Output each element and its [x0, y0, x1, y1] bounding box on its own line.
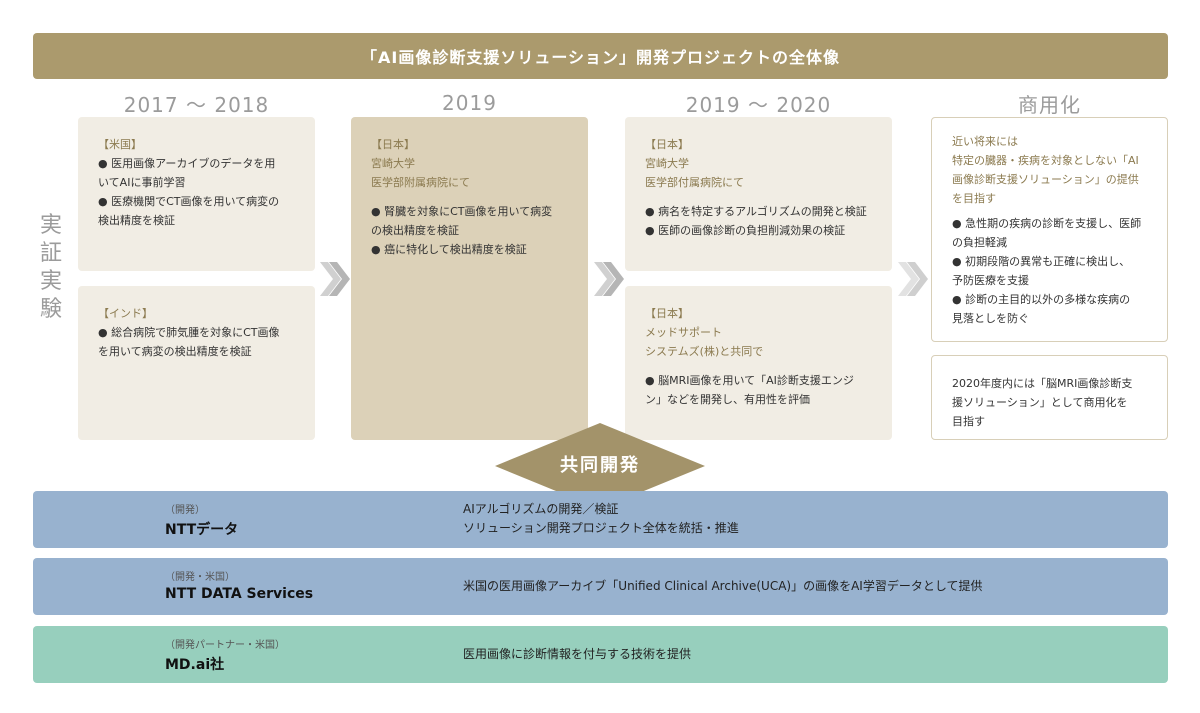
side-label-char: 実	[39, 213, 62, 238]
box-line: 検出精度を検証	[98, 214, 175, 227]
box-line: ● 総合病院で肺気腫を対象にCT画像	[98, 326, 280, 339]
box-us: 【米国】 ● 医用画像アーカイブのデータを用 いてAIに事前学習 ● 医療機関で…	[78, 117, 315, 271]
box-line: ● 医師の画像診断の負担削減効果の検証	[645, 224, 846, 237]
partner-name: NTT DATA Services	[165, 586, 314, 602]
arrow-right-icon	[898, 262, 928, 296]
partner-row-mdai: （開発パートナー・米国） MD.ai社 医用画像に診断情報を付与する技術を提供	[33, 626, 1168, 683]
arrow-right-icon	[320, 262, 350, 296]
box-tag: 【米国】	[98, 138, 142, 151]
box-line: ● 初期段階の異常も正確に検出し、	[952, 255, 1131, 268]
box-india: 【インド】 ● 総合病院で肺気腫を対象にCT画像 を用いて病変の検出精度を検証	[78, 286, 315, 440]
partner-role: （開発・米国）	[165, 572, 235, 583]
box-tag: 【日本】	[645, 138, 689, 151]
partner-description-line: AIアルゴリズムの開発／検証	[463, 502, 619, 516]
side-label-char: 験	[39, 297, 62, 322]
box-line: の負担軽減	[952, 236, 1007, 249]
side-label-char: 実	[39, 269, 62, 294]
box-institution: 宮崎大学	[371, 157, 415, 170]
box-institution-detail: 医学部付属病院にて	[645, 176, 744, 189]
partner-role: （開発）	[165, 505, 205, 516]
partner-name: NTTデータ	[165, 522, 239, 538]
box-line: いてAIに事前学習	[98, 176, 186, 189]
partner-role: （開発パートナー・米国）	[165, 640, 285, 651]
column-header-2019-2020: 2019 〜 2020	[685, 92, 832, 117]
box-line: 予防医療を支援	[952, 274, 1029, 287]
joint-development-label: 共同開発	[560, 455, 640, 476]
box-commercialization-goal: 2020年度内には「脳MRI画像診断支 援ソリューション」として商用化を 目指す	[931, 355, 1168, 440]
box-japan-2020-miyazaki: 【日本】 宮崎大学 医学部付属病院にて ● 病名を特定するアルゴリズムの開発と検…	[625, 117, 892, 271]
box-line: 援ソリューション」として商用化を	[952, 396, 1128, 409]
partner-description-line: ソリューション開発プロジェクト全体を統括・推進	[463, 521, 739, 535]
column-header-2019: 2019	[442, 91, 497, 115]
column-header-commercialization: 商用化	[1018, 92, 1081, 117]
partner-description-line: 医用画像に診断情報を付与する技術を提供	[463, 647, 692, 661]
box-institution-detail: システムズ(株)と共同で	[645, 345, 764, 358]
partner-name: MD.ai社	[165, 657, 225, 673]
box-line: を用いて病変の検出精度を検証	[98, 345, 252, 358]
box-line: ● 急性期の疾病の診断を支援し、医師	[952, 217, 1142, 230]
side-label-demonstration: 実 証 実 験	[36, 212, 66, 324]
box-tag: 【日本】	[645, 307, 689, 320]
box-line: ● 診断の主目的以外の多様な疾病の	[952, 293, 1131, 306]
partner-description: 米国の医用画像アーカイブ「Unified Clinical Archive(UC…	[463, 577, 983, 596]
partner-row-nttdata-services: （開発・米国） NTT DATA Services 米国の医用画像アーカイブ「U…	[33, 558, 1168, 615]
box-line: ● 病名を特定するアルゴリズムの開発と検証	[645, 205, 867, 218]
box-line: ン」などを開発し、有用性を評価	[645, 393, 810, 406]
partner-description: AIアルゴリズムの開発／検証 ソリューション開発プロジェクト全体を統括・推進	[463, 500, 739, 538]
column-header-2017-2018: 2017 〜 2018	[123, 92, 270, 117]
box-tag: 【日本】	[371, 138, 415, 151]
box-line: 2020年度内には「脳MRI画像診断支	[952, 377, 1133, 390]
box-institution: 宮崎大学	[645, 157, 689, 170]
diagram-title: 「AI画像診断支援ソリューション」開発プロジェクトの全体像	[33, 33, 1168, 79]
partner-description-line: 米国の医用画像アーカイブ「Unified Clinical Archive(UC…	[463, 579, 983, 593]
box-intro-line: を目指す	[952, 192, 996, 205]
box-institution: メッドサポート	[645, 326, 722, 339]
box-tag: 【インド】	[98, 307, 153, 320]
box-intro-line: 画像診断支援ソリューション」の提供	[952, 173, 1139, 186]
box-intro-line: 特定の臓器・疾病を対象としない「AI	[952, 154, 1139, 167]
box-line: の検出精度を検証	[371, 224, 459, 237]
box-line: ● 医療機関でCT画像を用いて病変の	[98, 195, 280, 208]
box-japan-2019: 【日本】 宮崎大学 医学部附属病院にて ● 腎臓を対象にCT画像を用いて病変 の…	[351, 117, 588, 440]
arrow-right-icon	[594, 262, 624, 296]
box-intro-line: 近い将来には	[952, 135, 1018, 148]
box-japan-2020-medsupport: 【日本】 メッドサポート システムズ(株)と共同で ● 脳MRI画像を用いて「A…	[625, 286, 892, 440]
box-line: ● 癌に特化して検出精度を検証	[371, 243, 527, 256]
partner-row-nttdata: （開発） NTTデータ AIアルゴリズムの開発／検証 ソリューション開発プロジェ…	[33, 491, 1168, 548]
box-line: ● 医用画像アーカイブのデータを用	[98, 157, 276, 170]
side-label-char: 証	[39, 241, 62, 266]
box-institution-detail: 医学部附属病院にて	[371, 176, 470, 189]
box-line: ● 脳MRI画像を用いて「AI診断支援エンジ	[645, 374, 854, 387]
joint-development-diamond	[495, 423, 705, 509]
box-commercialization: 近い将来には 特定の臓器・疾病を対象としない「AI 画像診断支援ソリューション」…	[931, 117, 1168, 342]
box-line: 見落としを防ぐ	[952, 312, 1029, 325]
box-line: ● 腎臓を対象にCT画像を用いて病変	[371, 205, 553, 218]
box-line: 目指す	[952, 415, 985, 428]
partner-description: 医用画像に診断情報を付与する技術を提供	[463, 645, 691, 664]
